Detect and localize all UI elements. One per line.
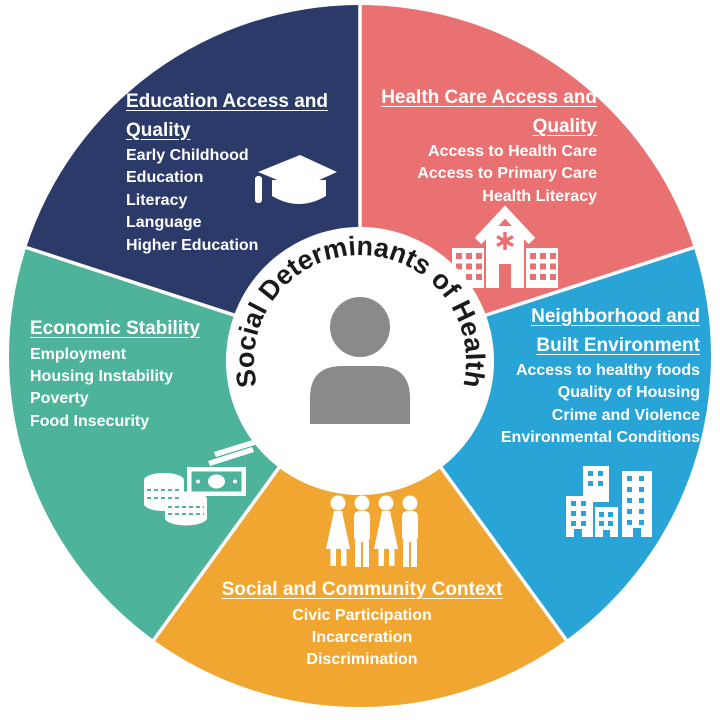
list-item: Health Literacy — [482, 187, 597, 205]
section-neighborhood-title: Neighborhood and Built Environment — [531, 306, 700, 356]
hospital-windows — [456, 253, 556, 288]
person-icon — [310, 297, 410, 424]
section-education-title: Education Access and Quality — [126, 91, 329, 141]
list-item: Employment — [30, 345, 127, 363]
section-social-items: Civic Participation Incarceration Discri… — [182, 605, 542, 672]
list-item: Access to Primary Care — [417, 165, 597, 183]
list-item: Literacy — [126, 191, 188, 209]
section-health-care: Health Care Access and Quality Access to… — [352, 84, 597, 208]
building-windows — [571, 471, 644, 537]
section-education: Education Access and Quality Early Child… — [126, 88, 356, 257]
hospital-icon — [452, 205, 558, 288]
section-economic-items: Employment Housing Instability Poverty F… — [30, 344, 240, 434]
section-education-items: Early Childhood Education Literacy Langu… — [126, 145, 281, 257]
coin-ridges — [147, 489, 204, 515]
list-item: Housing Instability — [30, 367, 174, 385]
money-icon — [144, 439, 258, 526]
list-item: Higher Education — [126, 236, 259, 254]
section-social-title: Social and Community Context — [221, 579, 503, 600]
graduation-cap-icon — [255, 155, 337, 204]
section-health-care-title: Health Care Access and Quality — [381, 87, 597, 137]
list-item: Access to healthy foods — [515, 362, 700, 379]
list-item: Quality of Housing — [557, 384, 700, 402]
section-health-care-items: Access to Health Care Access to Primary … — [352, 141, 597, 208]
list-item: Discrimination — [306, 651, 418, 669]
section-neighborhood: Neighborhood and Built Environment Acces… — [468, 303, 700, 450]
list-item: Poverty — [30, 390, 89, 408]
list-item: Language — [126, 214, 202, 232]
center-circle — [226, 227, 494, 495]
medical-asterisk — [496, 232, 514, 250]
list-item: Crime and Violence — [551, 406, 700, 424]
list-item: Civic Participation — [292, 606, 432, 624]
list-item: Environmental Conditions — [500, 429, 700, 447]
list-item: Early Childhood Education — [126, 147, 249, 187]
section-economic-title: Economic Stability — [30, 318, 200, 339]
list-item: Incarceration — [311, 628, 413, 646]
list-item: Food Insecurity — [30, 412, 150, 430]
section-economic: Economic Stability Employment Housing In… — [30, 315, 240, 433]
section-neighborhood-items: Access to healthy foods Quality of Housi… — [468, 360, 700, 450]
buildings-icon — [566, 466, 652, 537]
section-social: Social and Community Context Civic Parti… — [182, 576, 542, 672]
people-icon — [326, 495, 418, 567]
list-item: Access to Health Care — [428, 143, 597, 160]
